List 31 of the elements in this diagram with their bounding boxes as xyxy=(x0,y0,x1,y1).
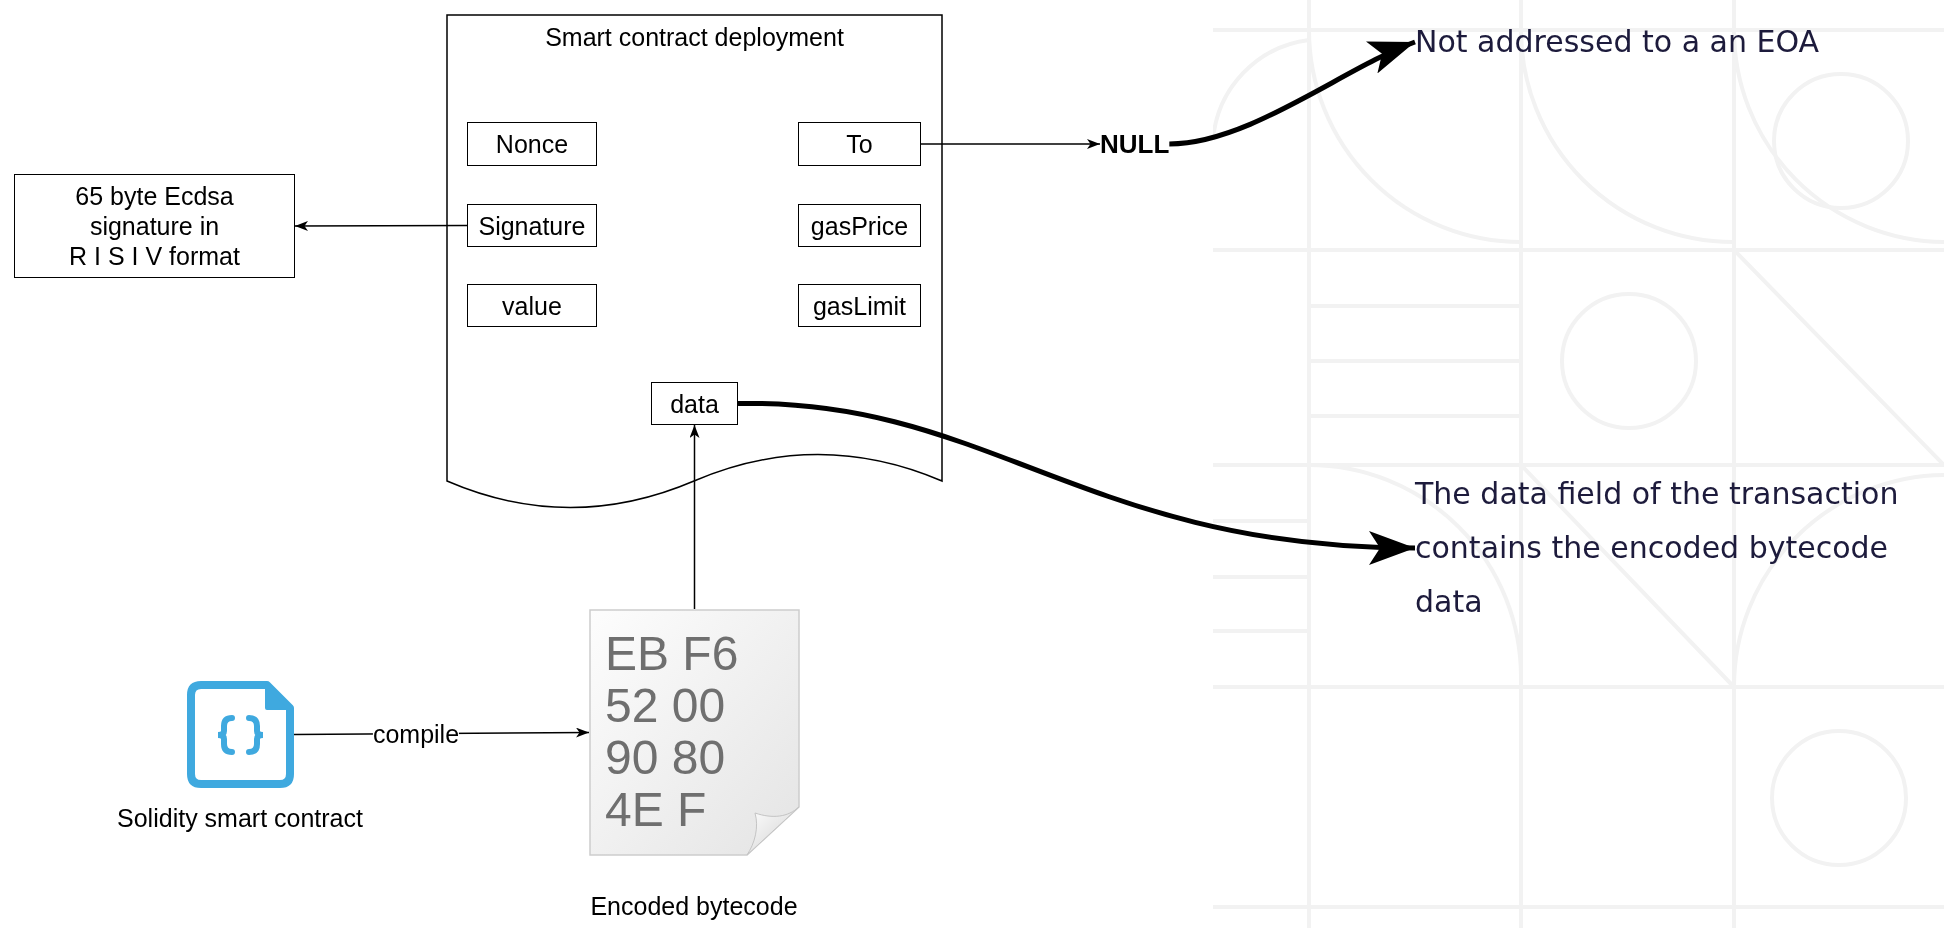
info-box xyxy=(14,174,295,278)
box-text: 65 byte Ecdsa signature in R I S I V format xyxy=(68,181,241,271)
field-label: Nonce xyxy=(495,129,569,159)
caption-text: Encoded bytecode xyxy=(590,891,798,921)
annotation-text: The data field of the transaction contains the encoded bytecode data xyxy=(1415,467,1915,629)
curved-arrow xyxy=(737,401,1416,564)
field-label: gasPrice xyxy=(810,210,909,241)
caption-text: Solidity smart contract xyxy=(117,803,363,833)
curved-arrow xyxy=(1169,39,1416,147)
document-shape xyxy=(446,14,943,507)
code-file-icon xyxy=(187,681,294,788)
field-box xyxy=(798,122,921,166)
document-sheet xyxy=(589,609,800,856)
field-label: Signature xyxy=(478,210,586,241)
field-label: data xyxy=(670,388,719,419)
arrow xyxy=(689,424,700,610)
field-box xyxy=(798,204,921,247)
value-label: NULL xyxy=(1100,127,1170,161)
hex-text: EB F6 52 00 90 80 4E F xyxy=(605,628,740,836)
field-box xyxy=(467,284,597,327)
field-box xyxy=(467,122,597,166)
arrow xyxy=(920,139,1101,149)
field-box xyxy=(651,382,738,425)
annotation-text: Not addressed to a an EOA xyxy=(1415,22,1820,62)
shape-title: Smart contract deployment xyxy=(545,22,844,52)
field-box xyxy=(467,204,597,247)
field-label: value xyxy=(502,290,562,321)
field-label: To xyxy=(846,129,873,159)
arrow xyxy=(294,220,468,231)
field-label: gasLimit xyxy=(812,290,907,321)
field-box xyxy=(798,284,921,327)
